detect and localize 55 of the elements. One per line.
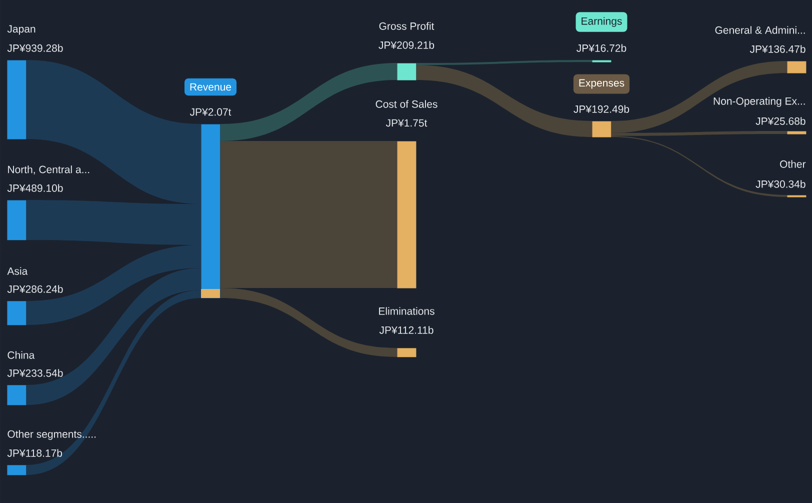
flow-band (220, 63, 397, 141)
flow-bar (7, 301, 26, 326)
flow-bar (7, 200, 26, 240)
flow-band (416, 65, 592, 137)
value-label: JP¥136.47b (750, 45, 806, 53)
flow-band (220, 141, 397, 288)
value-label: JP¥2.07t (190, 108, 232, 116)
flow-bar (787, 131, 806, 134)
node-label: General & Admini... (715, 26, 805, 34)
node-label: Other segments..... (8, 430, 96, 440)
flow-band (611, 61, 787, 133)
node-label: Japan (7, 25, 36, 35)
node-label: Eliminations (379, 307, 434, 315)
node-label: Other (780, 160, 806, 168)
flow-band (26, 60, 201, 204)
value-label: JP¥30.34b (756, 180, 806, 188)
node-pill: Revenue (184, 78, 237, 96)
node-pill: Earnings (576, 12, 628, 32)
flow-band (611, 136, 787, 197)
node-label: Non-Operating Ex... (714, 97, 805, 107)
value-label: JP¥16.72b (576, 44, 626, 52)
flow-bar (592, 121, 612, 138)
node-pill: Expenses (573, 74, 630, 94)
flow-band (26, 245, 201, 325)
flow-bar (397, 63, 416, 80)
flow-band (416, 60, 592, 65)
flow-band (26, 268, 201, 405)
flow-bar (7, 385, 26, 406)
node-label: Asia (7, 267, 28, 275)
node-label: Cost of Sales (376, 100, 438, 108)
value-label: JP¥25.68b (756, 117, 806, 125)
flow-bar (397, 348, 416, 358)
flow-bar (7, 60, 26, 140)
flow-bar (201, 124, 220, 298)
value-label: JP¥489.10b (7, 184, 63, 192)
node-label: Gross Profit (379, 22, 434, 30)
value-label: JP¥118.17b (7, 449, 62, 457)
value-label: JP¥939.28b (7, 44, 63, 52)
value-label: JP¥209.21b (378, 41, 434, 49)
flow-bar (787, 195, 806, 198)
value-label: JP¥1.75t (386, 119, 428, 127)
flow-band (611, 131, 787, 136)
value-label: JP¥286.24b (7, 285, 63, 293)
flow-bar (787, 61, 806, 74)
flow-bar (592, 60, 612, 62)
flow-bar (397, 141, 416, 288)
value-label: JP¥192.49b (574, 105, 630, 113)
node-label: North, Central a... (8, 166, 90, 174)
flow-bar (7, 465, 26, 476)
flow-band (26, 200, 201, 245)
value-label: JP¥233.54b (7, 369, 63, 377)
flow-band (26, 290, 201, 475)
flow-band (220, 288, 397, 357)
node-label: China (8, 351, 35, 359)
value-label: JP¥112.11b (379, 326, 434, 334)
